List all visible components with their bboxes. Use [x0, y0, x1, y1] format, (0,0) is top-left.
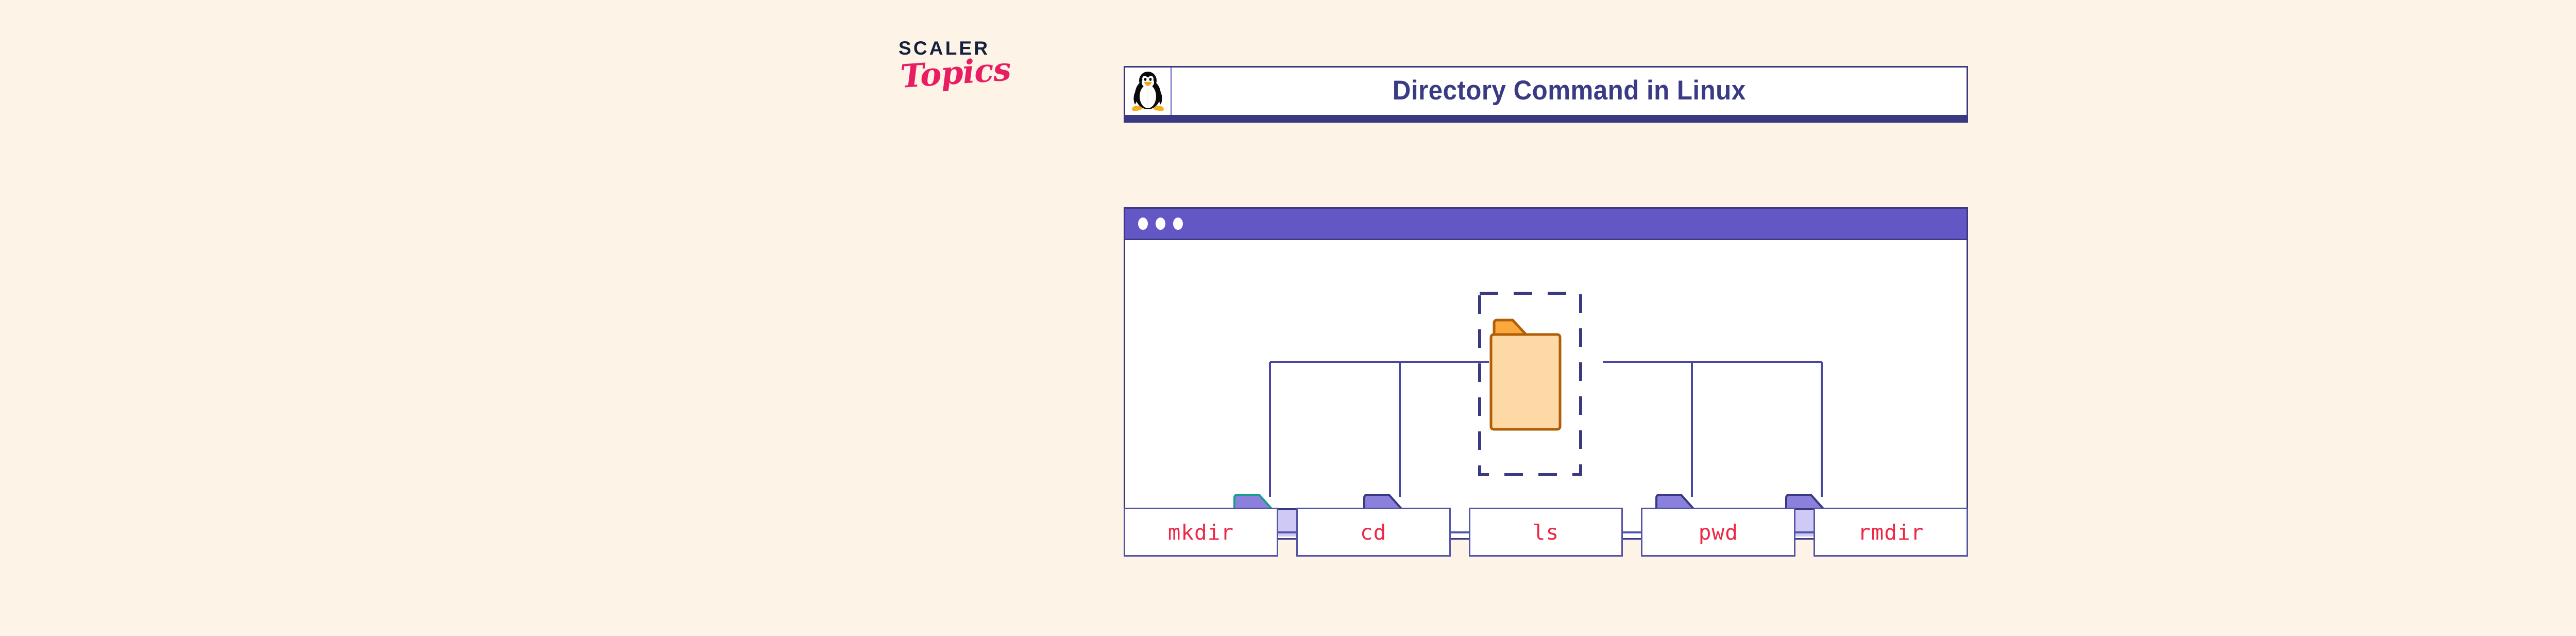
- orange-folder-icon[interactable]: [1489, 319, 1562, 431]
- command-box-cd[interactable]: cd: [1296, 508, 1451, 557]
- window-dot-1[interactable]: [1138, 217, 1148, 230]
- scaler-topics-logo: SCALER Topics: [899, 39, 1032, 126]
- command-connector-3: [1623, 508, 1641, 557]
- logo-topics-text: Topics: [899, 50, 1012, 95]
- command-connector-1: [1278, 508, 1296, 557]
- command-connector-4: [1795, 508, 1814, 557]
- command-strip: mkdir cd ls pwd rmdir: [1124, 508, 1968, 557]
- command-connector-2: [1450, 508, 1469, 557]
- command-box-mkdir[interactable]: mkdir: [1124, 508, 1278, 557]
- window-dot-3[interactable]: [1173, 217, 1183, 230]
- diagram-window-panel: [1124, 207, 1968, 540]
- command-box-ls[interactable]: ls: [1468, 508, 1623, 557]
- tree-connectors: [1269, 361, 1823, 497]
- tux-linux-penguin-icon: [1129, 71, 1166, 112]
- header-title-cell: Directory Command in Linux: [1172, 68, 1967, 115]
- header-card: Directory Command in Linux: [1124, 66, 1968, 116]
- directory-tree-canvas: [1125, 240, 1967, 537]
- directory-tree-svg: [1232, 292, 1859, 537]
- window-dot-2[interactable]: [1156, 217, 1165, 230]
- header-underbar: [1124, 116, 1968, 123]
- command-box-rmdir[interactable]: rmdir: [1814, 508, 1968, 557]
- logo-scaler-text: SCALER: [899, 38, 990, 59]
- command-box-pwd[interactable]: pwd: [1641, 508, 1796, 557]
- tux-logo-cell: [1125, 68, 1172, 115]
- page-title: Directory Command in Linux: [1392, 75, 1746, 106]
- window-titlebar: [1125, 209, 1967, 240]
- root-selection-box[interactable]: [1478, 292, 1582, 476]
